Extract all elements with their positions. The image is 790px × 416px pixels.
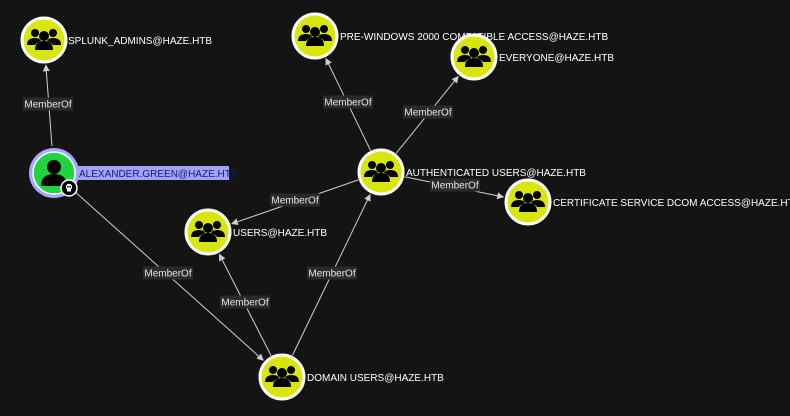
svg-text:MemberOf: MemberOf [24,100,71,111]
edge-label-memberof: MemberOf [220,295,270,309]
svg-text:MemberOf: MemberOf [308,269,355,280]
edge-labels-layer: MemberOfMemberOfMemberOfMemberOfMemberOf… [23,95,480,309]
edge-label-memberof: MemberOf [143,266,193,280]
node-authenticated-users[interactable]: AUTHENTICATED USERS@HAZE.HTB [357,148,586,196]
node-cert-dcom[interactable]: CERTIFICATE SERVICE DCOM ACCESS@HAZE.HTB [504,178,790,226]
edges-layer [42,57,505,361]
edge-label-memberof: MemberOf [23,97,73,111]
node-everyone[interactable]: EVERYONE@HAZE.HTB [450,33,614,81]
node-label-splunk-admins: SPLUNK_ADMINS@HAZE.HTB [68,36,212,47]
svg-text:MemberOf: MemberOf [404,108,451,119]
svg-text:MemberOf: MemberOf [271,196,318,207]
node-label-domain-users: DOMAIN USERS@HAZE.HTB [307,373,444,384]
node-label-everyone: EVERYONE@HAZE.HTB [499,53,614,64]
node-label-authenticated-users: AUTHENTICATED USERS@HAZE.HTB [406,168,586,179]
node-pre-windows[interactable]: PRE-WINDOWS 2000 COMPATIBLE ACCESS@HAZE.… [291,12,608,60]
edge-label-memberof: MemberOf [430,178,480,192]
node-alexander-green[interactable]: ALEXANDER.GREEN@HAZE.HTB [29,148,238,198]
edge-label-memberof: MemberOf [307,266,357,280]
node-domain-users[interactable]: DOMAIN USERS@HAZE.HTB [258,353,444,401]
edge-label-memberof: MemberOf [323,95,373,109]
svg-text:MemberOf: MemberOf [221,298,268,309]
node-splunk-admins[interactable]: SPLUNK_ADMINS@HAZE.HTB [20,16,212,64]
svg-text:MemberOf: MemberOf [431,181,478,192]
node-label-alexander-green: ALEXANDER.GREEN@HAZE.HTB [79,169,238,180]
owned-badge-icon [60,179,78,197]
svg-text:MemberOf: MemberOf [144,269,191,280]
node-label-users: USERS@HAZE.HTB [233,228,327,239]
edge-label-memberof: MemberOf [270,193,320,207]
svg-text:MemberOf: MemberOf [324,98,371,109]
node-label-cert-dcom: CERTIFICATE SERVICE DCOM ACCESS@HAZE.HTB [553,198,790,209]
node-users[interactable]: USERS@HAZE.HTB [184,208,327,256]
edge-label-memberof: MemberOf [403,105,453,119]
